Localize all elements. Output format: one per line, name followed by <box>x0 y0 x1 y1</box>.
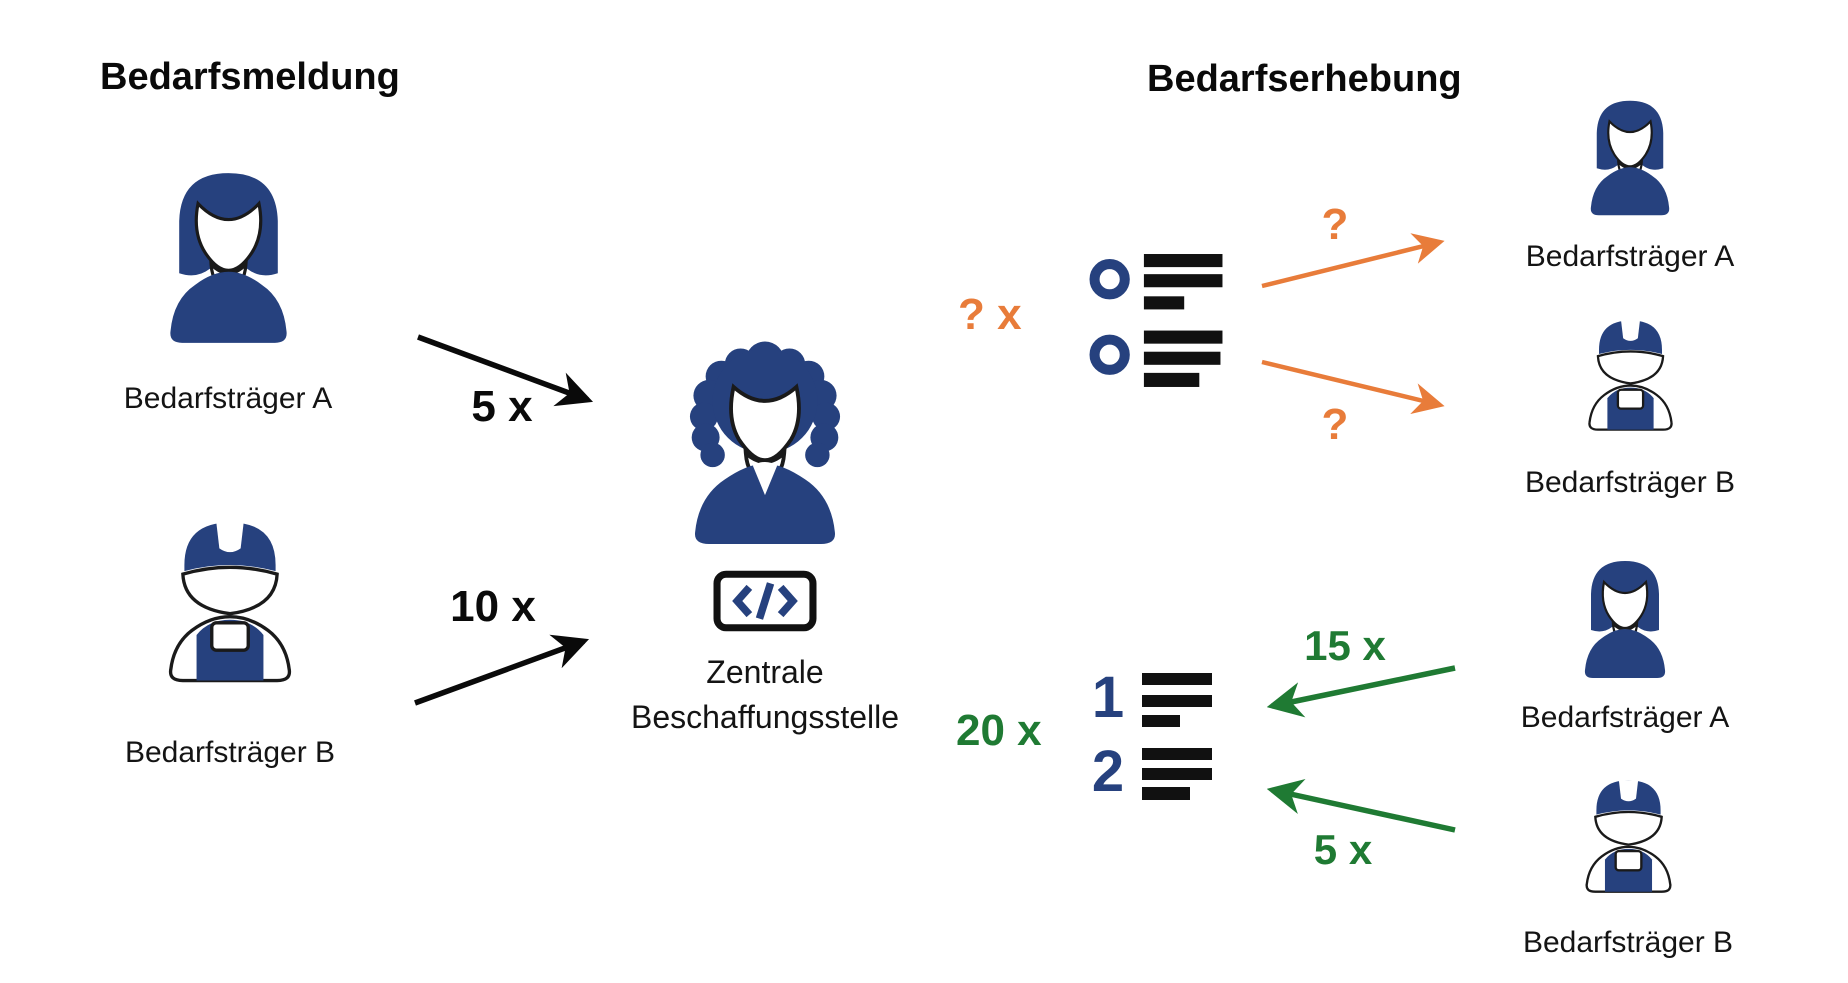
known-arrow-a-label: 15 x <box>1304 622 1386 669</box>
right-section-heading: Bedarfserhebung <box>1147 58 1462 100</box>
person-label: Bedarfsträger B <box>1524 466 1736 499</box>
left-section-heading: Bedarfsmeldung <box>100 56 400 98</box>
list-number-1: 1 <box>1092 665 1124 730</box>
person-label: Bedarfsträger A <box>123 382 333 415</box>
left-person-b: Bedarfsträger B <box>50 496 410 770</box>
bullet-list-icon <box>1088 252 1225 391</box>
person-label: Bedarfsträger B <box>1522 926 1734 959</box>
center-label-line1: Zentrale <box>706 654 824 690</box>
arrow-list-to-person-b <box>1261 359 1445 415</box>
worker-icon <box>1578 302 1683 446</box>
known-arrow-b-label: 5 x <box>1313 826 1373 873</box>
right-bottom-person-b: Bedarfsträger B <box>1458 762 1798 960</box>
list-number-2: 2 <box>1092 739 1124 801</box>
arrow-a-count-label: 5 x <box>471 382 533 431</box>
person-label: Bedarfsträger A <box>1525 240 1735 273</box>
arrow-person-b-to-center <box>414 634 590 706</box>
woman-icon <box>156 160 301 356</box>
center-label-line2: Beschaffungsstelle <box>630 699 900 735</box>
arrow-person-b-to-list <box>1266 779 1456 833</box>
arrow-b-count-label: 10 x <box>450 582 536 631</box>
code-icon <box>713 570 817 632</box>
arrow-person-a-to-list <box>1266 665 1456 718</box>
unknown-arrow-b-label: ? <box>1321 400 1349 449</box>
known-count-label: 20 x <box>956 706 1042 755</box>
person-label: Bedarfsträger A <box>1520 701 1730 734</box>
right-top-person-a: Bedarfsträger A <box>1460 92 1800 274</box>
curly-woman-icon <box>677 338 853 544</box>
numbered-list-icon: 1 2 <box>1092 665 1212 801</box>
center-label: Zentrale Beschaffungsstelle <box>631 650 899 740</box>
left-person-a: Bedarfsträger A <box>48 160 408 416</box>
unknown-count-label: ? x <box>958 290 1022 339</box>
worker-icon <box>1575 762 1682 908</box>
woman-icon <box>1581 92 1679 224</box>
person-label: Bedarfsträger B <box>124 736 336 769</box>
right-bottom-person-a: Bedarfsträger A <box>1455 552 1795 735</box>
worker-icon <box>154 496 306 704</box>
right-top-person-b: Bedarfsträger B <box>1460 302 1800 500</box>
woman-icon <box>1575 552 1675 687</box>
central-procurement-office: Zentrale Beschaffungsstelle <box>580 338 950 740</box>
unknown-arrow-a-label: ? <box>1321 200 1349 249</box>
